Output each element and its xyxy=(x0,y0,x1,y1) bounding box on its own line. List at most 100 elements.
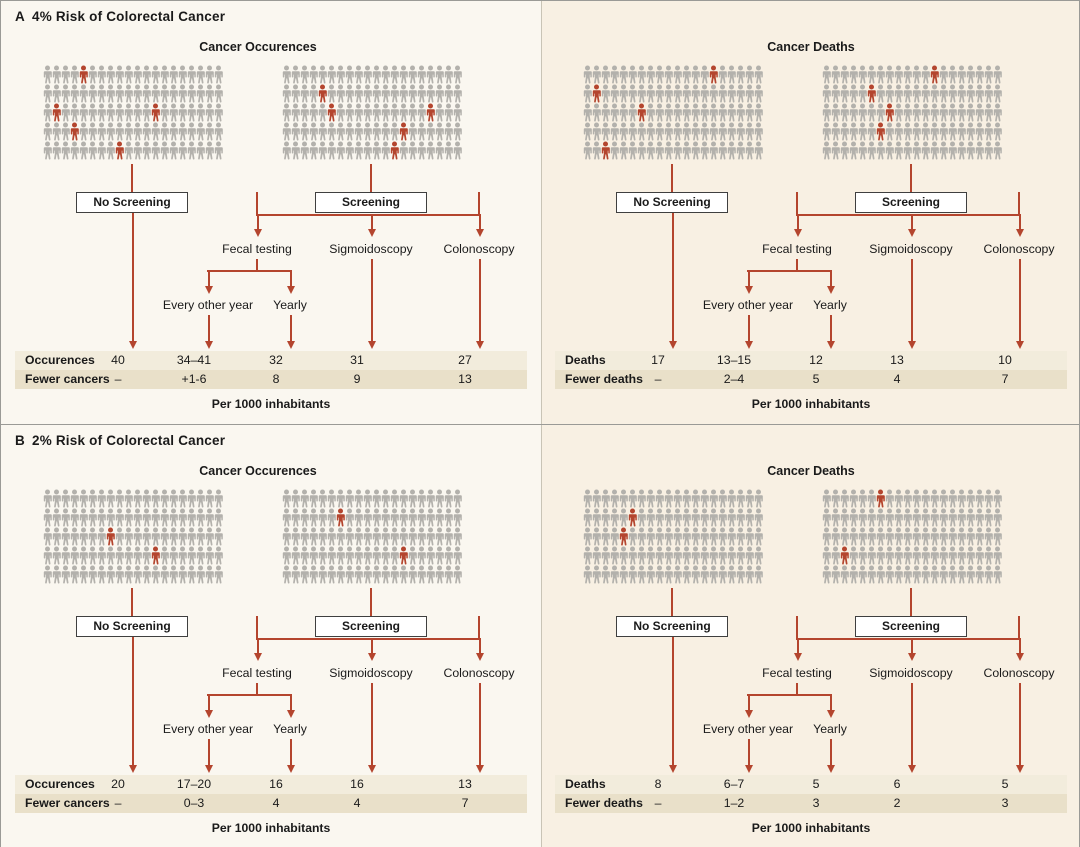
person-icon xyxy=(984,527,993,546)
person-icon xyxy=(682,565,691,584)
arrow-head xyxy=(1015,341,1024,349)
person-icon xyxy=(169,565,178,584)
table-cell: 0–3 xyxy=(183,796,205,810)
person-icon xyxy=(592,122,601,141)
branch-riser-right xyxy=(478,616,480,638)
person-icon xyxy=(43,65,52,84)
person-icon xyxy=(637,489,646,508)
arrow-fecal xyxy=(257,638,259,653)
person-icon xyxy=(966,565,975,584)
person-icon xyxy=(142,527,151,546)
no-screening-box[interactable]: No Screening xyxy=(76,192,188,213)
person-icon xyxy=(610,141,619,160)
person-icon xyxy=(151,527,160,546)
person-icon xyxy=(912,508,921,527)
person-icon xyxy=(592,65,601,84)
screening-box[interactable]: Screening xyxy=(315,192,427,213)
table-row-header: Occurences xyxy=(25,777,95,791)
person-icon xyxy=(831,122,840,141)
table-cell: 13–15 xyxy=(716,353,752,367)
arrow-sigmoidoscopy xyxy=(371,214,373,229)
person-icon xyxy=(205,508,214,527)
person-icon xyxy=(318,65,327,84)
column-title: Cancer Deaths xyxy=(767,464,855,478)
screening-box[interactable]: Screening xyxy=(315,616,427,637)
person-icon xyxy=(727,65,736,84)
stem-screening xyxy=(370,164,372,192)
person-icon xyxy=(993,84,1002,103)
person-icon xyxy=(822,527,831,546)
person-icon xyxy=(169,527,178,546)
screening-box[interactable]: Screening xyxy=(855,192,967,213)
person-icon xyxy=(637,65,646,84)
arrow-head xyxy=(253,229,262,237)
table-cell: – xyxy=(654,796,662,810)
person-icon xyxy=(453,546,462,565)
person-icon xyxy=(115,489,124,508)
no-screening-box[interactable]: No Screening xyxy=(616,616,728,637)
person-icon xyxy=(453,565,462,584)
arrow-yearly-to-table xyxy=(830,739,832,765)
panel-title-text: 4% Risk of Colorectal Cancer xyxy=(32,9,226,24)
person-icon xyxy=(327,65,336,84)
person-icon xyxy=(115,565,124,584)
person-icon xyxy=(691,122,700,141)
person-icon xyxy=(70,103,79,122)
arrow-head xyxy=(367,341,376,349)
person-icon xyxy=(88,508,97,527)
person-icon xyxy=(619,122,628,141)
person-icon xyxy=(858,141,867,160)
person-icon xyxy=(363,489,372,508)
person-icon xyxy=(336,546,345,565)
person-icon xyxy=(885,65,894,84)
person-icon xyxy=(97,84,106,103)
label-fecal-testing: Fecal testing xyxy=(222,666,292,680)
person-icon xyxy=(426,546,435,565)
panel-letter: B xyxy=(15,433,25,448)
person-icon xyxy=(354,508,363,527)
table-cell: 8 xyxy=(654,777,662,791)
person-icon xyxy=(966,489,975,508)
person-icon xyxy=(390,122,399,141)
person-icon xyxy=(655,489,664,508)
person-icon xyxy=(637,527,646,546)
person-icon xyxy=(151,508,160,527)
branch-bar xyxy=(256,638,480,640)
arrow-head xyxy=(668,341,677,349)
person-icon xyxy=(124,141,133,160)
person-icon xyxy=(318,103,327,122)
person-icon xyxy=(745,546,754,565)
person-icon xyxy=(840,489,849,508)
arrow-head xyxy=(793,653,802,661)
person-icon xyxy=(709,122,718,141)
no-screening-box[interactable]: No Screening xyxy=(76,616,188,637)
person-icon xyxy=(619,565,628,584)
person-icon xyxy=(309,103,318,122)
person-icon-affected xyxy=(336,508,345,527)
fecal-stem xyxy=(796,259,798,271)
person-icon xyxy=(903,546,912,565)
person-icon xyxy=(97,122,106,141)
person-icon xyxy=(975,527,984,546)
person-icon xyxy=(435,489,444,508)
arrow-head xyxy=(907,229,916,237)
no-screening-box[interactable]: No Screening xyxy=(616,192,728,213)
person-icon-affected xyxy=(115,141,124,160)
person-icon xyxy=(79,508,88,527)
person-icon xyxy=(966,508,975,527)
branch-riser-left xyxy=(796,192,798,214)
person-icon xyxy=(655,546,664,565)
person-icon xyxy=(115,527,124,546)
person-icon xyxy=(318,546,327,565)
person-icon xyxy=(318,508,327,527)
person-icon xyxy=(727,565,736,584)
person-icon xyxy=(300,508,309,527)
person-icon xyxy=(939,84,948,103)
person-icon xyxy=(948,141,957,160)
person-icon xyxy=(399,103,408,122)
person-icon xyxy=(646,527,655,546)
person-icon xyxy=(894,489,903,508)
person-icon xyxy=(52,565,61,584)
screening-box[interactable]: Screening xyxy=(855,616,967,637)
person-icon xyxy=(354,489,363,508)
